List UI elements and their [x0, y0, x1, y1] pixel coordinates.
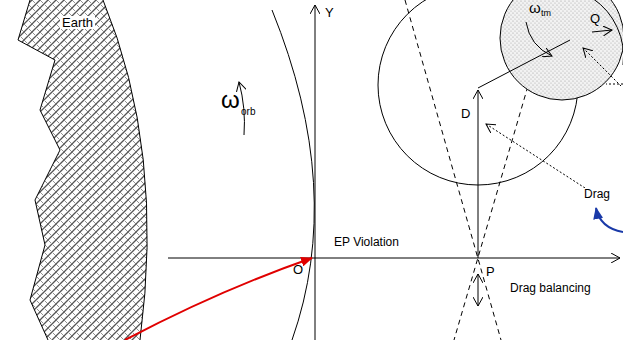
axis-label: EP Violation	[334, 236, 399, 248]
y-axis	[315, 5, 316, 340]
drag-arrow	[486, 124, 585, 188]
cone-line	[405, 0, 501, 340]
drag-label: Drag	[582, 188, 612, 200]
point-label: D	[461, 107, 470, 120]
drag-arrow	[583, 48, 621, 86]
tm-rotation-arrow	[526, 22, 552, 56]
point-label: O	[293, 263, 303, 276]
subscript: tm	[541, 9, 551, 18]
drag-pointer-arrow	[596, 208, 623, 232]
earth-outline	[18, 0, 147, 340]
x-axis	[168, 258, 620, 259]
orbit-arc	[272, 10, 314, 340]
point-label: P	[486, 265, 495, 278]
test-mass-circle	[500, 0, 623, 100]
note-label: Drag balancing	[510, 282, 591, 294]
earth-label: Earth	[60, 16, 95, 29]
omega-symbol: ω	[529, 0, 541, 15]
earth-to-origin-arrow	[125, 258, 312, 340]
drag-line	[606, 84, 623, 85]
axis-label: Y	[325, 6, 334, 19]
earth-shape	[0, 0, 147, 340]
dq-vector	[478, 40, 570, 88]
drag-balancing-arrow	[478, 274, 479, 306]
q-line	[592, 30, 612, 32]
omega-symbol: ω	[221, 88, 240, 112]
point-label: Q	[590, 12, 600, 25]
pd-vector	[478, 90, 479, 258]
test-mass-outer-arc	[520, 0, 623, 65]
subscript: orb	[241, 107, 255, 117]
